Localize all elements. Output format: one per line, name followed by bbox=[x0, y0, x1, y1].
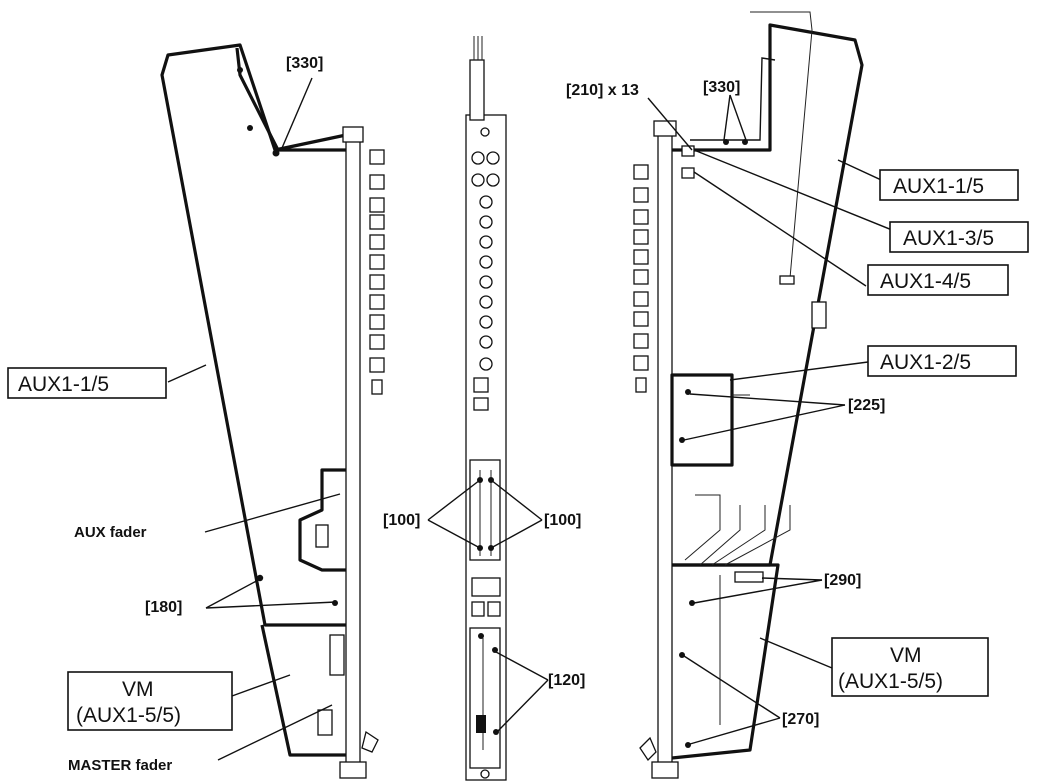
left-pcb-strip bbox=[345, 129, 361, 771]
right-ref-330: [330] bbox=[703, 79, 740, 96]
front-panel-top-tab bbox=[469, 59, 485, 121]
right-box-aux1-2-5-text: AUX1-2/5 bbox=[880, 351, 971, 374]
right-box-aux1-1-5 bbox=[879, 169, 1019, 201]
right-view: [210] x 13 [330] AUX1-1/5 AUX1-3/5 AUX1-… bbox=[566, 11, 1029, 779]
right-box-aux1-3-5 bbox=[889, 221, 1029, 253]
left-top-cable bbox=[235, 47, 346, 152]
right-box-aux1-4-5-text: AUX1-4/5 bbox=[880, 270, 971, 293]
right-board-outline bbox=[672, 23, 864, 567]
middle-ref-120: [120] bbox=[548, 672, 585, 689]
left-box-aux1-1-5-text: AUX1-1/5 bbox=[18, 373, 109, 396]
left-master-fader-knob bbox=[317, 709, 333, 736]
aux-fader-slots bbox=[469, 459, 501, 561]
right-box-vm bbox=[831, 637, 989, 697]
right-knob-column bbox=[633, 164, 649, 393]
left-ref-180: [180] bbox=[145, 599, 182, 616]
left-aux-fader-block bbox=[298, 468, 346, 572]
left-bottom-bracket bbox=[339, 761, 367, 779]
right-aux1-2-5-board bbox=[670, 373, 734, 467]
right-top-cable bbox=[690, 57, 776, 141]
left-box-aux1-1-5 bbox=[7, 367, 167, 399]
right-box-aux1-2-5 bbox=[867, 345, 1017, 377]
left-view: [330] AUX1-1/5 AUX fader [180] VM (AUX1-… bbox=[7, 43, 385, 779]
right-ref-225: [225] bbox=[848, 397, 885, 414]
left-box-vm-line1: VM bbox=[122, 678, 154, 701]
right-top-bracket bbox=[653, 120, 677, 137]
right-ref-270: [270] bbox=[782, 711, 819, 728]
right-pcb-strip bbox=[657, 124, 673, 771]
left-ref-330: [330] bbox=[286, 55, 323, 72]
left-box-vm-line2: (AUX1-5/5) bbox=[76, 704, 181, 727]
left-aux-fader-label: AUX fader bbox=[74, 524, 147, 541]
right-box-aux1-4-5 bbox=[867, 264, 1009, 296]
right-box-aux1-3-5-text: AUX1-3/5 bbox=[903, 227, 994, 250]
right-ref-210: [210] x 13 bbox=[566, 82, 639, 99]
middle-ref-100-left: [100] bbox=[383, 512, 420, 529]
left-master-fader-slot bbox=[329, 634, 345, 676]
left-vm-board-outline bbox=[260, 624, 346, 757]
left-top-bracket bbox=[342, 126, 364, 143]
middle-view: [100] [100] [120] bbox=[383, 36, 585, 781]
right-ref-290: [290] bbox=[824, 572, 861, 589]
right-bottom-bracket bbox=[651, 761, 679, 779]
left-master-fader-label: MASTER fader bbox=[68, 757, 172, 774]
front-panel-knobs bbox=[471, 151, 500, 411]
left-knob-column bbox=[369, 149, 385, 395]
right-vm-board-outline bbox=[671, 563, 780, 760]
right-box-aux1-1-5-text: AUX1-1/5 bbox=[893, 175, 984, 198]
right-box-vm-line1: VM bbox=[890, 644, 922, 667]
right-box-vm-line2: (AUX1-5/5) bbox=[838, 670, 943, 693]
middle-ref-100-right: [100] bbox=[544, 512, 581, 529]
left-box-vm bbox=[67, 671, 233, 731]
